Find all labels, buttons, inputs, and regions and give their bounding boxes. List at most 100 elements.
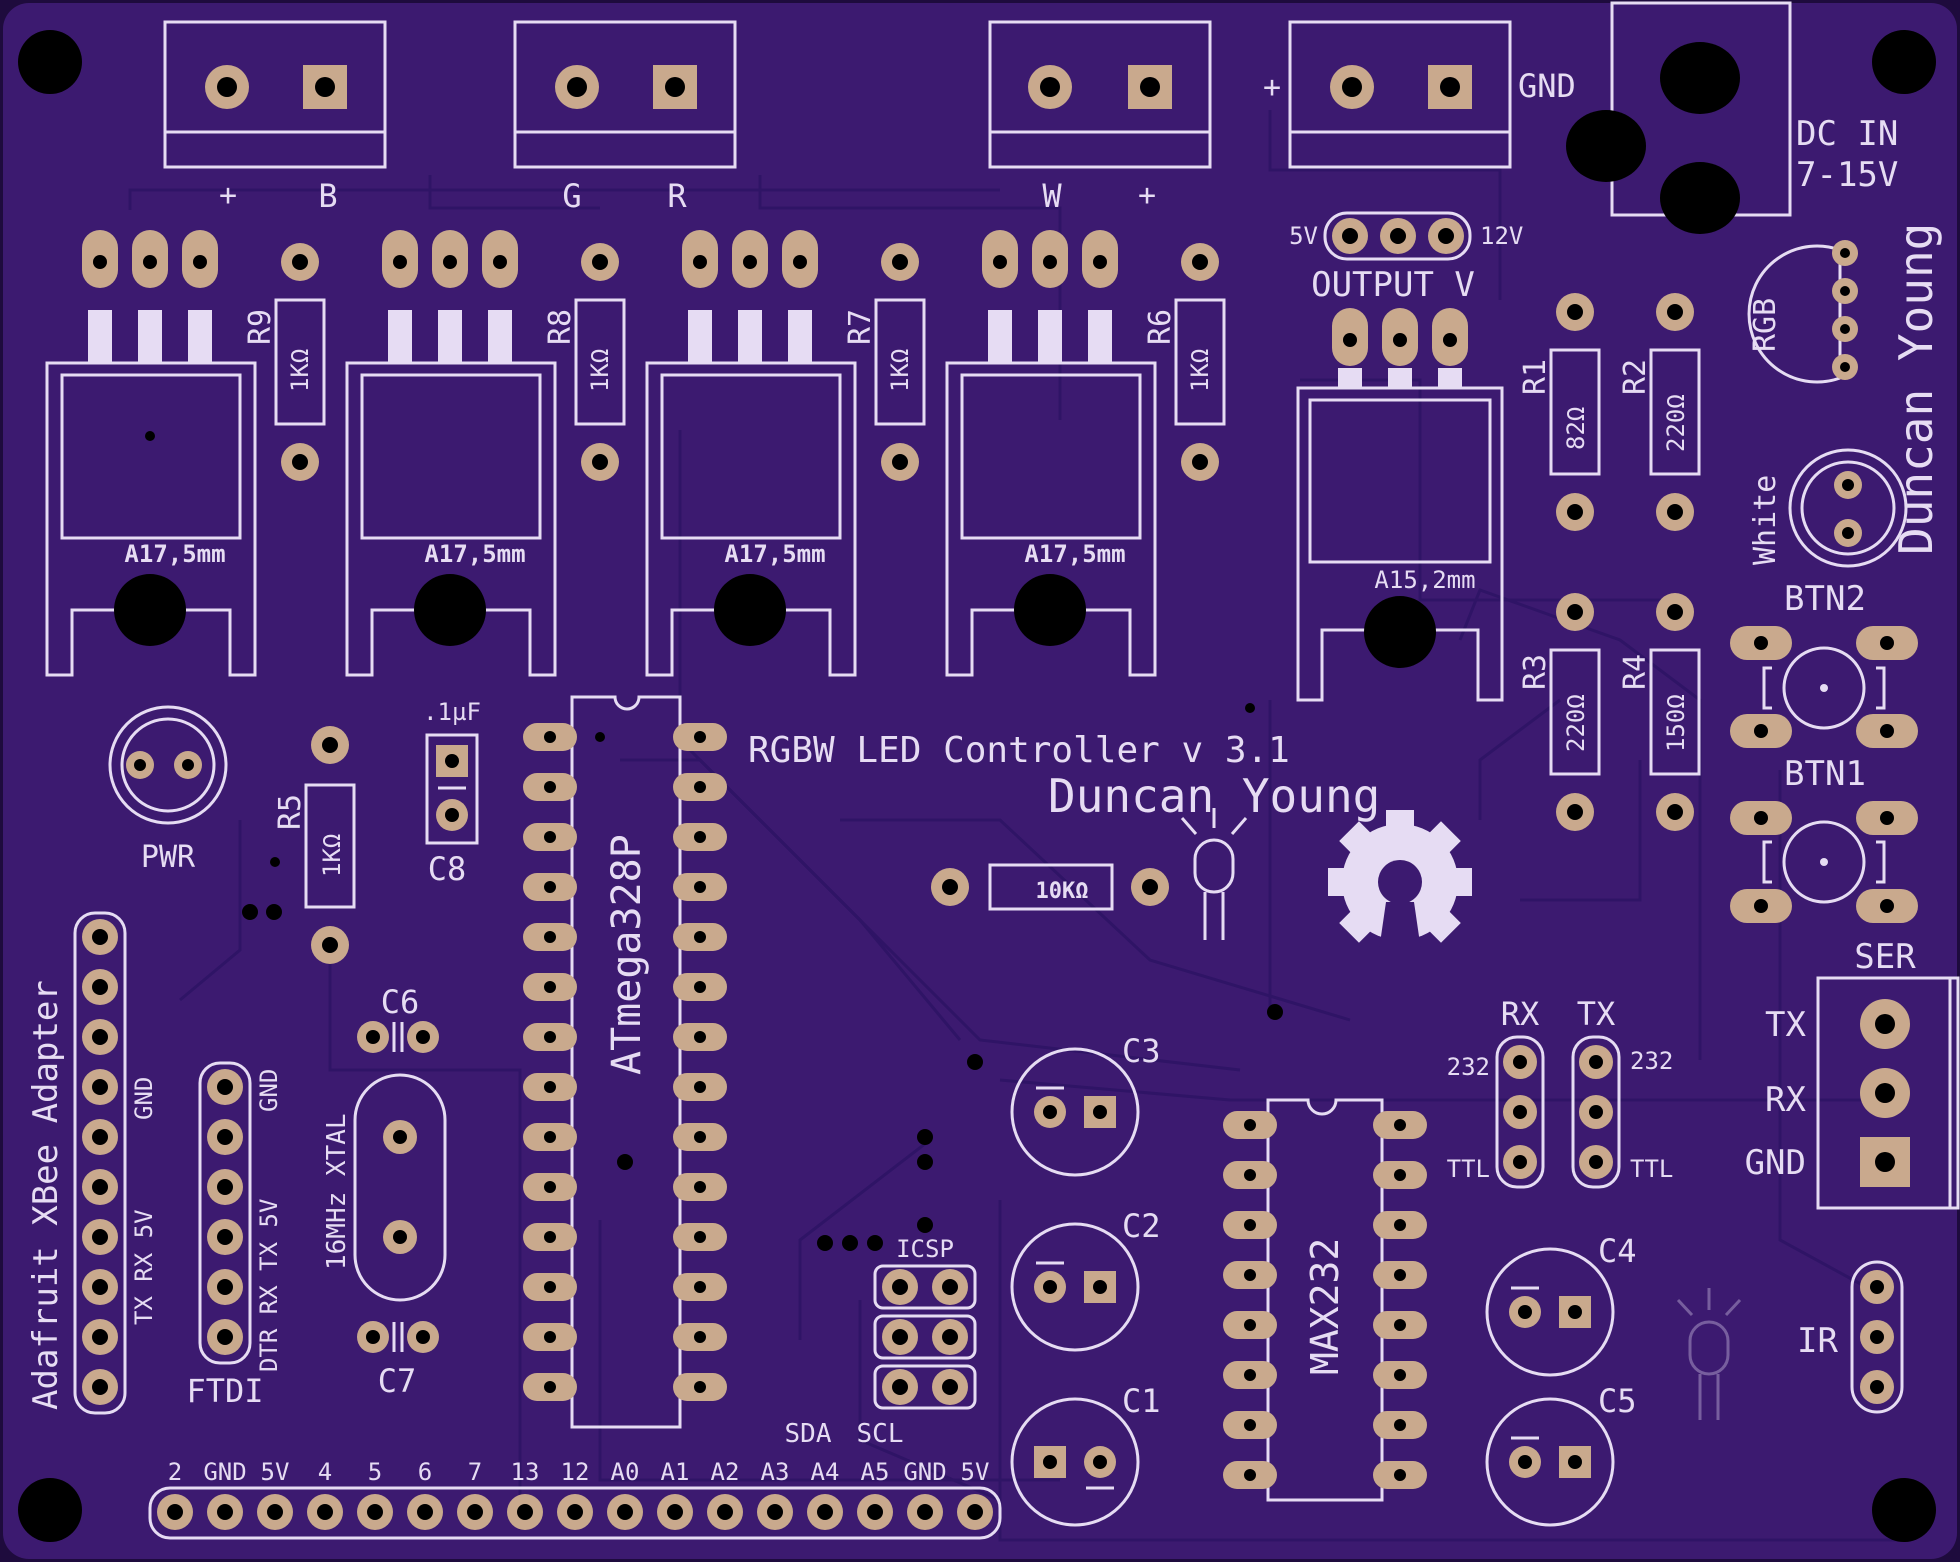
header-pin-label: 13 (511, 1458, 540, 1486)
regulator-3-label: A17,5mm (724, 540, 825, 568)
c4-ref: C4 (1598, 1232, 1637, 1270)
pin-pad (523, 923, 577, 951)
r3-ref: R3 (1518, 654, 1553, 690)
pin-pad (1223, 1361, 1277, 1389)
ser-gnd-label: GND (1745, 1143, 1806, 1183)
pin-pad (1223, 1411, 1277, 1439)
r2-ref: R2 (1618, 359, 1653, 395)
power-gnd-label: GND (1518, 67, 1576, 105)
pin-pad (957, 1494, 993, 1530)
pin-pad (673, 1173, 727, 1201)
c4-capacitor (1485, 1247, 1615, 1377)
terminal-r-label: R (667, 177, 687, 215)
pin-pad (882, 1369, 918, 1405)
regulator-5-label: A15,2mm (1374, 566, 1475, 594)
pin-pad (673, 823, 727, 851)
pin-pad (207, 1069, 243, 1105)
serial-terminal (1816, 976, 1960, 1210)
header-pin-label: 5 (368, 1458, 382, 1486)
ftdi-pin-labels: DTR RX TX 5V (255, 1199, 283, 1372)
pin-pad (207, 1219, 243, 1255)
pin-pad (1373, 1311, 1427, 1339)
jumper-tx-title: TX (1577, 995, 1616, 1033)
c1-ref: C1 (1122, 1382, 1161, 1420)
header-pin-label: GND (903, 1458, 946, 1486)
c2-ref: C2 (1122, 1207, 1161, 1245)
ir-receiver (1850, 1260, 1904, 1414)
c8-ref: C8 (428, 850, 467, 888)
c7-ref: C7 (378, 1362, 417, 1400)
terminal-g-label: G (562, 177, 581, 215)
pin-pad (1223, 1211, 1277, 1239)
r8-ref: R8 (543, 309, 578, 345)
mounting-hole (18, 30, 82, 94)
pin-pad (673, 873, 727, 901)
btn1-button[interactable] (1730, 801, 1918, 923)
r3-value: 220Ω (1562, 694, 1590, 752)
jumper-rx-title: RX (1501, 995, 1540, 1033)
pin-pad (523, 1123, 577, 1151)
ir-led-icon (1676, 1288, 1742, 1420)
pin-pad (82, 919, 118, 955)
dc-jack (1566, 1, 1792, 234)
pin-pad (523, 1073, 577, 1101)
pin-pad (523, 1223, 577, 1251)
c3-capacitor (1010, 1047, 1140, 1177)
c8-capacitor (425, 733, 479, 845)
pin-pad (1373, 1361, 1427, 1389)
header-pin-label: A2 (711, 1458, 740, 1486)
xbee-pin-labels: TX RX 5V (130, 1209, 158, 1325)
pin-pad (673, 773, 727, 801)
pin-pad (1373, 1461, 1427, 1489)
pin-pad (932, 1269, 968, 1305)
regulator-2-label: A17,5mm (424, 540, 525, 568)
pin-pad (673, 1373, 727, 1401)
c2-capacitor (1010, 1222, 1140, 1352)
regulator (645, 230, 857, 677)
pin-pad (523, 1173, 577, 1201)
pin-pad (882, 1269, 918, 1305)
output-v-selector (1323, 211, 1472, 261)
xbee-title: Adafruit XBee Adapter (26, 980, 66, 1410)
electrolytic-capacitors (1010, 1047, 1615, 1527)
ser-tx-label: TX (1765, 1005, 1806, 1045)
regulators (45, 230, 1504, 702)
pin-pad (657, 1494, 693, 1530)
max232-chip (1223, 1098, 1427, 1502)
terminal-w-label: W (1042, 177, 1062, 215)
vertical-resistors-right (1549, 293, 1701, 831)
c1-capacitor (1010, 1397, 1140, 1527)
terminal-b-plus-label: + (219, 178, 237, 213)
c5-ref: C5 (1598, 1382, 1637, 1420)
header-pin-label: 7 (468, 1458, 482, 1486)
xbee-header (73, 911, 127, 1415)
header-pin-label: A3 (761, 1458, 790, 1486)
pin-pad (207, 1269, 243, 1305)
pin-pad (1223, 1111, 1277, 1139)
pin-pad (807, 1494, 843, 1530)
header-pin-label: 12 (561, 1458, 590, 1486)
pin-pad (673, 1323, 727, 1351)
r4-value: 150Ω (1662, 694, 1690, 752)
pwr-led (108, 705, 228, 825)
pwr-led-label: PWR (141, 840, 196, 875)
white-led (1788, 448, 1908, 568)
pin-pad (523, 723, 577, 751)
btn2-button[interactable] (1730, 626, 1918, 748)
pin-pad (1223, 1161, 1277, 1189)
mounting-holes (18, 30, 1936, 1542)
header-pin-label: 5V (961, 1458, 990, 1486)
open-hardware-gear-icon (1328, 810, 1472, 957)
btn1-label: BTN1 (1784, 754, 1866, 794)
pin-pad (82, 1019, 118, 1055)
regulator (45, 230, 257, 677)
pin-pad (207, 1169, 243, 1205)
pin-pad (523, 1373, 577, 1401)
mounting-hole (1872, 30, 1936, 94)
pin-pad (882, 1319, 918, 1355)
pin-pad (82, 1069, 118, 1105)
jumper-rx-232-label: 232 (1447, 1053, 1490, 1081)
pin-pad (207, 1494, 243, 1530)
dc-in-label: DC IN (1796, 114, 1898, 154)
